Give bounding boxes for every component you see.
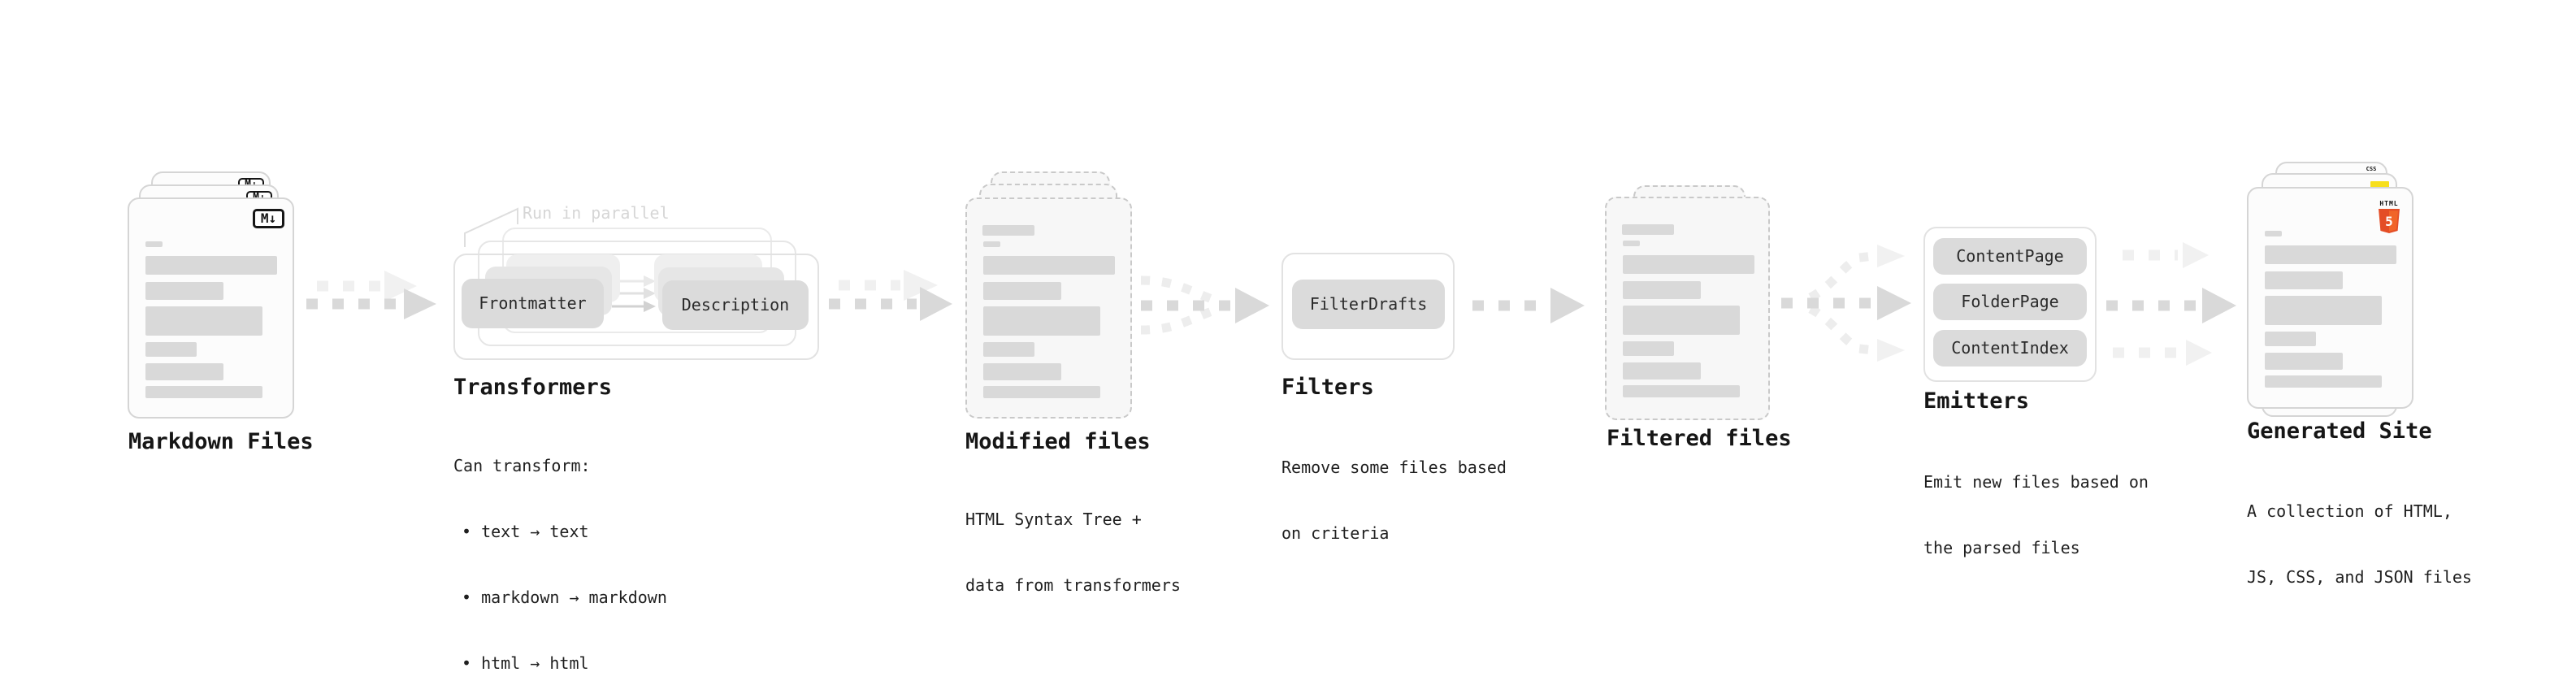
placeholder-bar xyxy=(983,256,1115,275)
run-in-parallel-leader-line xyxy=(464,207,518,247)
transformers-bullet: • markdown → markdown xyxy=(462,588,667,607)
emitters-description: Emit new files based on the parsed files xyxy=(1923,427,2149,603)
placeholder-bar xyxy=(1623,385,1740,397)
placeholder-bar xyxy=(145,282,223,300)
placeholder-bar xyxy=(2265,296,2382,325)
placeholder-bar xyxy=(145,256,277,275)
placeholder-bar xyxy=(983,363,1061,380)
placeholder-bar xyxy=(983,241,1000,247)
placeholder-bar xyxy=(983,282,1061,300)
transformers-bullet: • text → text xyxy=(462,522,589,541)
placeholder-bar xyxy=(2265,245,2396,264)
transformers-description: Can transform: • text → text • markdown … xyxy=(453,411,667,681)
html5-shield: 5 xyxy=(2379,209,2400,233)
arrow-merge-to-filters xyxy=(1140,275,1269,335)
markdown-file-card-front: M↓ xyxy=(128,197,294,419)
filters-label: Filters xyxy=(1281,375,1374,400)
folder-page-pill: FolderPage xyxy=(1933,284,2087,320)
placeholder-bar xyxy=(1623,241,1640,246)
placeholder-bar xyxy=(1623,306,1740,335)
generated-site-description-line: A collection of HTML, xyxy=(2247,501,2452,521)
placeholder-bar xyxy=(145,342,197,357)
run-in-parallel-annotation: Run in parallel xyxy=(523,203,670,223)
modified-file-card-front xyxy=(965,197,1132,419)
placeholder-bar xyxy=(2265,271,2343,289)
emitters-description-line: Emit new files based on xyxy=(1923,472,2149,492)
html5-icon: HTML 5 xyxy=(2376,193,2402,236)
placeholder-bar xyxy=(145,386,262,398)
modified-files-label: Modified files xyxy=(965,429,1151,454)
content-index-pill: ContentIndex xyxy=(1933,330,2087,367)
arrow-filters-to-filtered xyxy=(1472,288,1585,323)
emitters-label: Emitters xyxy=(1923,388,2030,414)
markdown-icon: M↓ xyxy=(253,209,284,228)
placeholder-bar xyxy=(1622,224,1674,235)
filters-description: Remove some files based on criteria xyxy=(1281,413,1507,588)
placeholder-bar xyxy=(2265,353,2343,370)
transformers-label: Transformers xyxy=(453,375,613,400)
placeholder-bar xyxy=(1623,362,1701,380)
markdown-files-label: Markdown Files xyxy=(128,429,314,454)
content-page-pill: ContentPage xyxy=(1933,238,2087,275)
filtered-file-card-front xyxy=(1605,197,1770,420)
placeholder-bar xyxy=(983,386,1100,398)
filters-description-line: Remove some files based xyxy=(1281,458,1507,477)
frontmatter-pill: Frontmatter xyxy=(462,279,604,328)
arrow-markdown-to-transformers xyxy=(306,271,436,319)
javascript-icon xyxy=(2370,181,2389,189)
generated-site-description-line: JS, CSS, and JSON files xyxy=(2247,567,2472,587)
filtered-files-label: Filtered files xyxy=(1607,426,1792,451)
placeholder-bar xyxy=(982,225,1034,236)
description-pill: Description xyxy=(662,280,809,330)
generated-site-description: A collection of HTML, JS, CSS, and JSON … xyxy=(2247,457,2472,632)
placeholder-bar xyxy=(1623,255,1754,274)
modified-files-description-line: data from transformers xyxy=(965,575,1181,595)
placeholder-bar xyxy=(145,306,262,336)
transformer-frame-front xyxy=(453,254,819,360)
generated-file-card-html: HTML 5 xyxy=(2247,187,2413,409)
filter-drafts-pill: FilterDrafts xyxy=(1292,280,1445,329)
arrow-split-to-emitters xyxy=(1781,245,1911,362)
placeholder-bar xyxy=(1623,281,1701,299)
placeholder-bar xyxy=(2265,375,2382,388)
svg-text:5: 5 xyxy=(2385,214,2393,229)
arrow-emitters-to-generated xyxy=(2106,242,2236,366)
modified-files-description: HTML Syntax Tree + data from transformer… xyxy=(965,465,1181,640)
placeholder-bar xyxy=(2265,231,2282,236)
placeholder-bar xyxy=(983,342,1034,357)
generated-site-label: Generated Site xyxy=(2247,419,2432,444)
arrow-transformers-to-modified xyxy=(829,270,952,321)
modified-files-description-line: HTML Syntax Tree + xyxy=(965,510,1142,529)
placeholder-bar xyxy=(145,241,163,247)
placeholder-bar xyxy=(2265,332,2316,346)
transformers-bullet: • html → html xyxy=(462,653,589,673)
emitters-description-line: the parsed files xyxy=(1923,538,2080,557)
filters-description-line: on criteria xyxy=(1281,523,1390,543)
placeholder-bar xyxy=(983,306,1100,336)
transformers-description-title: Can transform: xyxy=(453,456,591,475)
placeholder-bar xyxy=(1623,341,1674,356)
placeholder-bar xyxy=(145,363,223,380)
